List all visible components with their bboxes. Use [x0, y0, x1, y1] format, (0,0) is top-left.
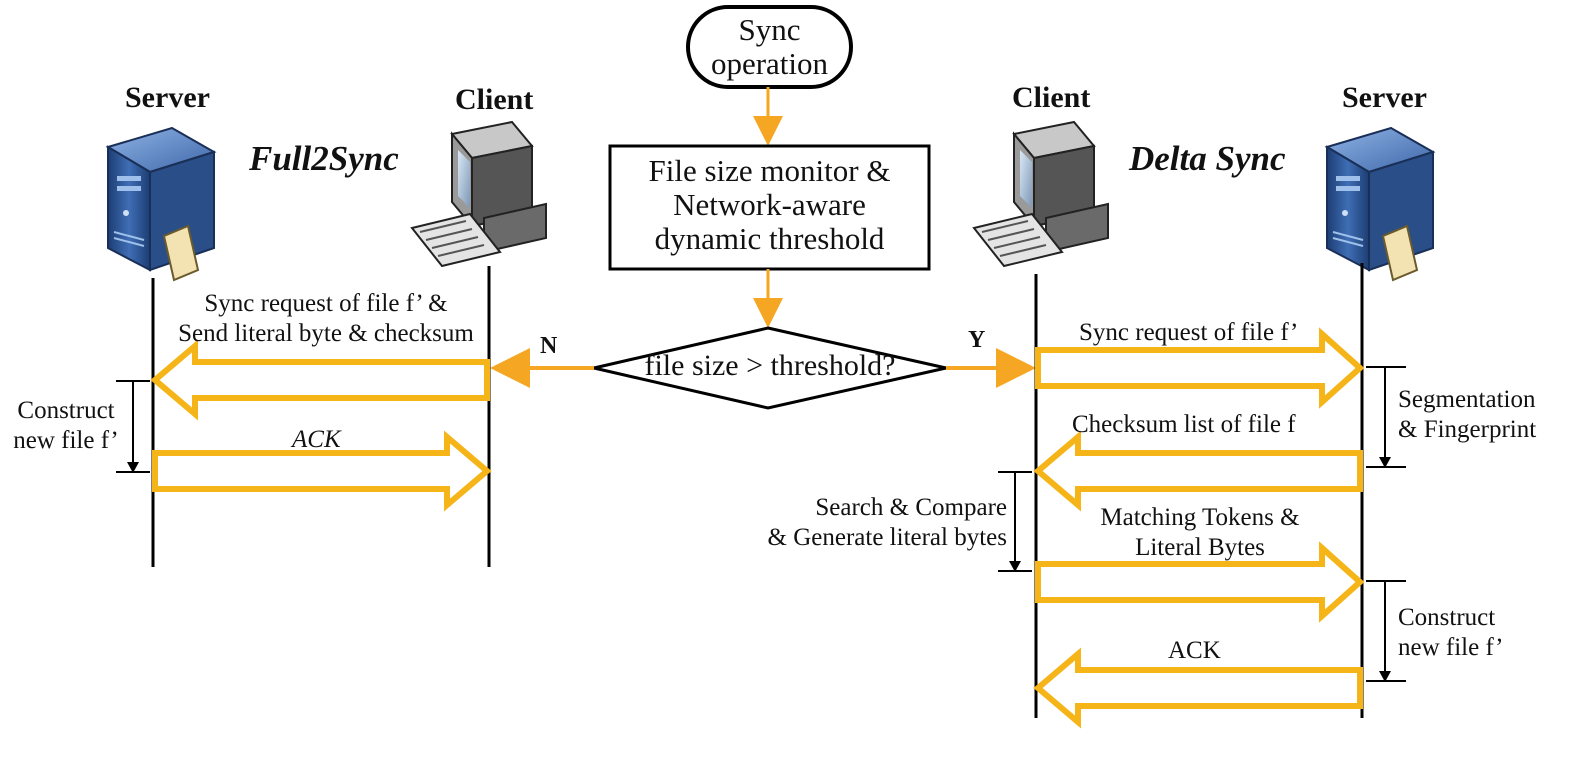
- folder-icon: [1381, 224, 1419, 282]
- delta-search-label: Search & Compare & Generate literal byte…: [737, 493, 1007, 553]
- full-ack-label: ACK: [292, 426, 341, 453]
- threshold-decision-diamond: [593, 326, 947, 410]
- delta-request-label: Sync request of file f’: [1079, 319, 1299, 346]
- sync-operation-line1: Sync: [738, 12, 801, 47]
- delta-segmentation-label: Segmentation & Fingerprint: [1398, 385, 1536, 445]
- monitor-box: [608, 144, 931, 271]
- msg-arrow-delta-tokens: [1035, 541, 1365, 623]
- full-client-label: Client: [455, 83, 534, 116]
- segmentation-bracket: [1366, 366, 1406, 468]
- full-request-line2: Send literal byte & checksum: [178, 320, 474, 347]
- sync-operation-line2: operation: [710, 46, 829, 81]
- client-computer-icon-right: [972, 120, 1109, 268]
- delta-tokens-label: Matching Tokens & Literal Bytes: [1070, 503, 1330, 563]
- sync-operation-label: Sync operation: [688, 13, 851, 81]
- full-construct-line2: new file f’: [13, 427, 119, 454]
- full-sync-title: Full2Sync: [249, 139, 399, 178]
- delta-search-line2: & Generate literal bytes: [767, 524, 1007, 551]
- delta-tokens-line1: Matching Tokens &: [1100, 504, 1300, 531]
- delta-construct-line1: Construct: [1398, 604, 1496, 631]
- msg-arrow-delta-checksum: [1033, 430, 1363, 512]
- delta-server-label: Server: [1342, 81, 1427, 114]
- msg-arrow-full-request: [150, 339, 490, 421]
- monitor-line2: Network-aware: [673, 187, 866, 222]
- delta-tokens-line2: Literal Bytes: [1135, 534, 1265, 561]
- decision-no-label: N: [540, 333, 558, 359]
- delta-construct-line2: new file f’: [1398, 634, 1504, 661]
- decision-label: file size > threshold?: [644, 349, 896, 382]
- client-computer-icon-left: [410, 120, 547, 268]
- full-construct-line1: Construct: [17, 397, 115, 424]
- delta-segmentation-line1: Segmentation: [1398, 386, 1536, 413]
- delta-construct-label: Construct new file f’: [1398, 603, 1504, 663]
- delta-client-label: Client: [1012, 81, 1091, 114]
- segmentation-bracket-head: [1379, 457, 1391, 468]
- server-icon-right: [1324, 126, 1436, 282]
- full-construct-label: Construct new file f’: [4, 396, 128, 456]
- delta-search-line1: Search & Compare: [815, 494, 1007, 521]
- search-bracket-head: [1009, 561, 1021, 572]
- decision-yes-label: Y: [968, 327, 986, 353]
- full-request-label: Sync request of file f’ & Send literal b…: [156, 289, 496, 349]
- folder-icon: [162, 224, 200, 282]
- delta-checksum-label: Checksum list of file f: [1072, 411, 1296, 438]
- construct-bracket-full-head: [127, 462, 139, 473]
- monitor-line1: File size monitor &: [648, 153, 891, 188]
- construct-bracket-delta: [1366, 580, 1406, 682]
- monitor-line3: dynamic threshold: [654, 221, 885, 256]
- msg-arrow-delta-request: [1035, 327, 1365, 409]
- server-icon-left: [105, 126, 217, 282]
- delta-sync-title: Delta Sync: [1129, 139, 1286, 178]
- delta-segmentation-line2: & Fingerprint: [1398, 416, 1537, 443]
- msg-arrow-full-ack: [152, 430, 492, 512]
- construct-bracket-delta-head: [1379, 671, 1391, 682]
- msg-arrow-delta-ack: [1033, 647, 1363, 729]
- full-server-label: Server: [125, 81, 210, 114]
- full-request-line1: Sync request of file f’ &: [204, 290, 448, 317]
- monitor-label: File size monitor & Network-aware dynami…: [610, 154, 929, 256]
- delta-ack-label: ACK: [1168, 637, 1221, 664]
